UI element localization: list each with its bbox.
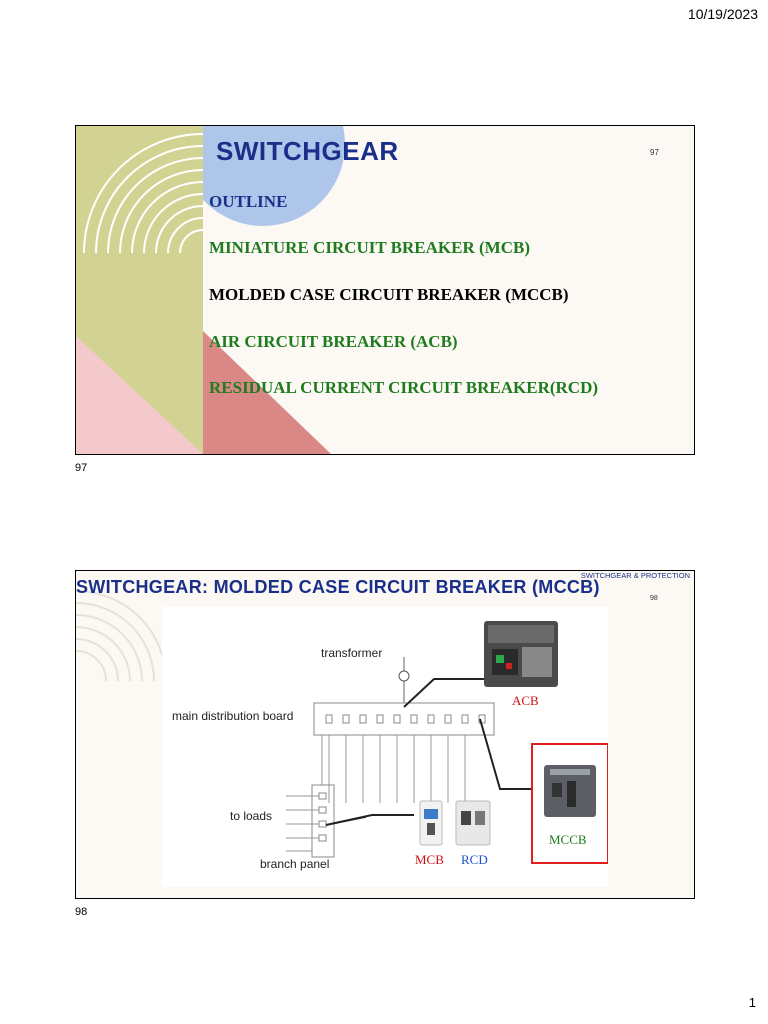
slide-97: SWITCHGEAR 97 OUTLINE MINIATURE CIRCUIT B… — [75, 125, 695, 455]
page-date: 10/19/2023 — [687, 6, 758, 22]
label-acb: ACB — [512, 693, 539, 708]
label-rcd: RCD — [461, 852, 488, 867]
label-to-loads: to loads — [230, 809, 273, 823]
course-tag: SWITCHGEAR & PROTECTION — [580, 571, 690, 580]
slide-background-shapes — [76, 126, 345, 454]
slide-caption: 98 — [75, 906, 88, 918]
slide-caption: 97 — [75, 462, 88, 474]
label-branch-panel: branch panel — [260, 857, 330, 871]
mccb-image — [544, 765, 596, 817]
mcb-image — [419, 800, 443, 846]
label-main-distribution-board: main distribution board — [172, 709, 294, 723]
distribution-diagram: transformer main distribution board to l… — [162, 607, 608, 887]
rcd-image — [455, 800, 491, 846]
slide-number: 98 — [650, 595, 658, 602]
acb-image — [484, 621, 558, 687]
slide-98: SWITCHGEAR & PROTECTION SWITCHGEAR: MOLD… — [75, 570, 695, 899]
label-transformer: transformer — [321, 646, 383, 660]
slide-number: 97 — [650, 148, 659, 157]
diagram-wiring — [286, 621, 608, 864]
label-mccb: MCCB — [549, 832, 587, 847]
outline-line: MOLDED CASE CIRCUIT BREAKER (MCCB) — [209, 285, 569, 304]
slide-title: SWITCHGEAR: MOLDED CASE CIRCUIT BREAKER … — [76, 577, 600, 597]
outline-line: AIR CIRCUIT BREAKER (ACB) — [209, 332, 458, 351]
outline-line: OUTLINE — [209, 192, 288, 211]
label-mcb: MCB — [415, 852, 444, 867]
outline-line: MINIATURE CIRCUIT BREAKER (MCB) — [209, 238, 530, 257]
slide-title: SWITCHGEAR — [216, 136, 399, 166]
page-number: 1 — [748, 995, 756, 1010]
outline-line: RESIDUAL CURRENT CIRCUIT BREAKER(RCD) — [209, 378, 599, 397]
